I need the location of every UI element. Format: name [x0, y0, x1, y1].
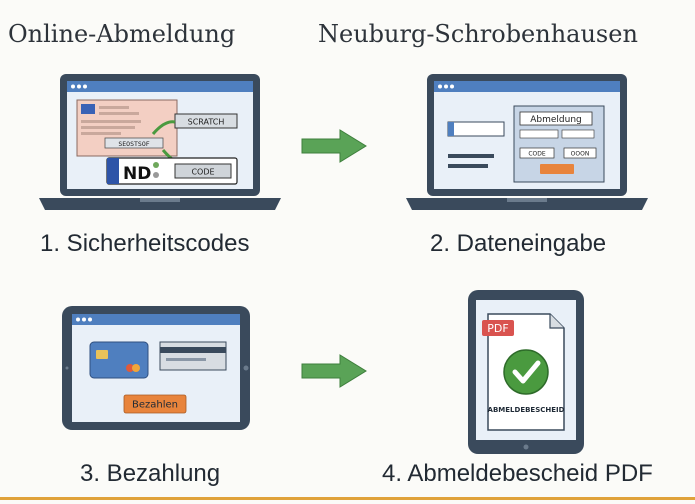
eu-flag-icon	[81, 104, 95, 114]
document-label: ABMELDEBESCHEID	[488, 406, 565, 414]
window-dot-icon	[77, 84, 81, 89]
window-dot-icon	[71, 84, 75, 89]
flow-arrow-2	[301, 354, 367, 388]
document-code-text: SEOSTSOF	[118, 140, 149, 148]
window-dot-icon	[83, 84, 87, 89]
step3-caption: 3. Bezahlung	[80, 460, 221, 487]
page-title-left: Online-Abmeldung	[8, 20, 236, 48]
window-dot-icon	[82, 317, 86, 322]
step3-tablet: Bezahlen	[62, 306, 250, 430]
laptop-base	[406, 198, 648, 210]
pdf-badge-text: PDF	[487, 322, 508, 335]
plate-code-box	[174, 163, 232, 179]
browser-bar	[67, 81, 253, 92]
browser-bar	[434, 81, 620, 92]
pay-button-label: Bezahlen	[132, 400, 178, 411]
submit-button	[540, 164, 574, 174]
connector-arrow	[151, 120, 176, 135]
scratch-label-text: SCRATCH	[188, 118, 225, 127]
bank-card-icon	[159, 341, 227, 371]
step1-caption: 1. Sicherheitscodes	[40, 230, 250, 257]
page-title-right: Neuburg-Schrobenhausen	[318, 20, 638, 48]
seal-icon	[153, 172, 159, 178]
bottom-divider	[0, 497, 695, 500]
plate-eu-band	[107, 158, 119, 184]
window-dot-icon	[450, 84, 454, 89]
step2-caption: 2. Dateneingabe	[430, 230, 607, 257]
browser-bar	[72, 314, 240, 325]
pdf-badge	[482, 320, 514, 336]
flow-arrow-1	[301, 129, 367, 163]
window-dot-icon	[76, 317, 80, 322]
step2-laptop: Abmeldung CODE OOON	[406, 74, 648, 210]
step4-tablet: PDF ABMELDEBESCHEID	[468, 290, 584, 454]
input-field	[447, 121, 505, 137]
checkmark-icon	[512, 360, 541, 384]
tablet-home-button	[523, 444, 529, 450]
credit-card-icon	[89, 341, 149, 379]
window-dot-icon	[438, 84, 442, 89]
step1-laptop: SEOSTSOF SCRATCH ND CODE	[39, 74, 281, 210]
pay-button	[123, 394, 187, 414]
tablet-button	[243, 365, 249, 371]
seal-icon	[153, 162, 159, 168]
form-title: Abmeldung	[530, 115, 582, 125]
plate-text: ND	[123, 164, 151, 184]
step4-caption: 4. Abmeldebescheid PDF	[382, 460, 653, 487]
plate-code-text: CODE	[191, 168, 214, 177]
window-dot-icon	[88, 317, 92, 322]
code-field-a: CODE	[528, 151, 546, 158]
laptop-base	[39, 198, 281, 210]
code-field-b: OOON	[571, 151, 590, 158]
window-dot-icon	[444, 84, 448, 89]
check-circle-icon	[503, 349, 549, 395]
